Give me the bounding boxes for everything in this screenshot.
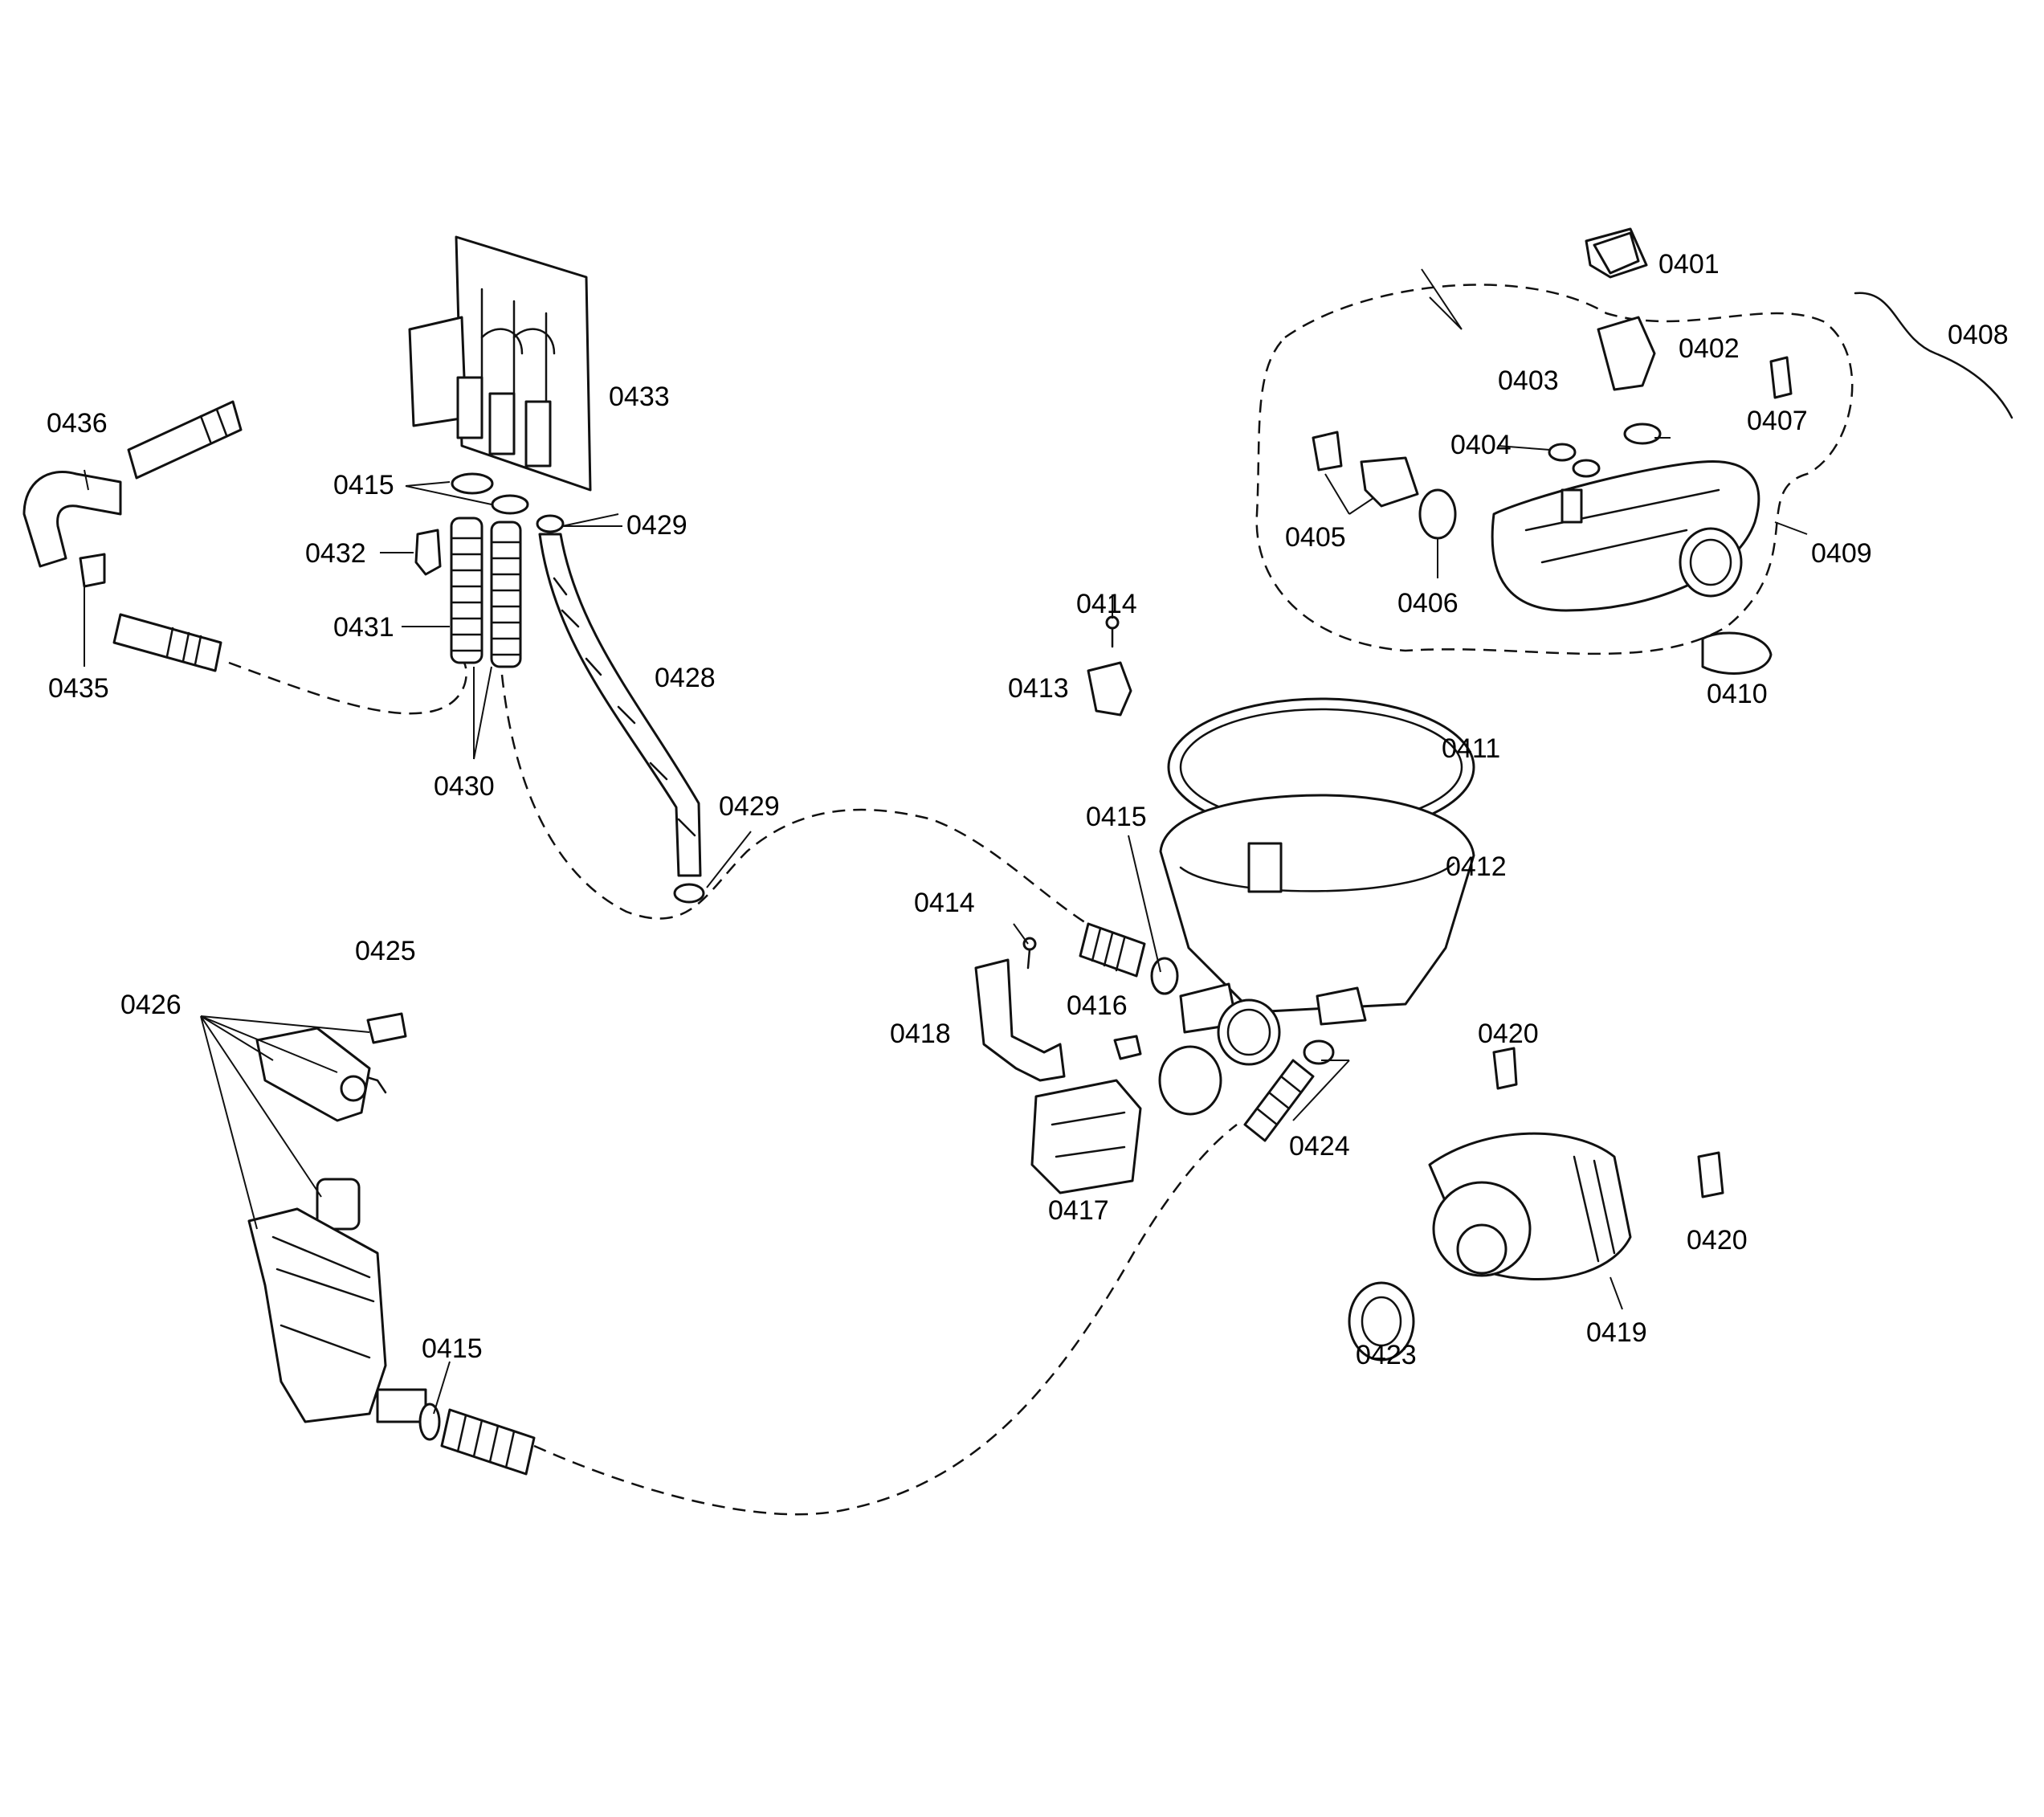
label-0418: 0418 (890, 1019, 951, 1049)
leader-lines (84, 268, 1808, 1415)
corrugated-hose-0424 (1243, 1059, 1315, 1142)
label-0429-bottom: 0429 (719, 791, 780, 822)
label-0415-sump: 0415 (1086, 802, 1147, 832)
label-0415-bottom: 0415 (422, 1333, 483, 1364)
wire-0408 (1854, 292, 2013, 419)
holder-0418 (974, 958, 1066, 1082)
label-0401: 0401 (1658, 249, 1720, 280)
label-0420-top: 0420 (1478, 1019, 1539, 1049)
seal-ring-0415-top-2 (491, 494, 529, 515)
label-0433: 0433 (609, 382, 670, 412)
label-0430: 0430 (434, 771, 495, 802)
corrugated-hose-sump (1079, 922, 1146, 978)
label-0414-mid: 0414 (914, 888, 975, 918)
clamp-0429-bottom (673, 883, 705, 904)
grommet-0416 (1113, 1035, 1142, 1060)
label-0428: 0428 (655, 663, 716, 693)
dashed-hose-route-center (500, 674, 1101, 933)
label-0408: 0408 (1948, 320, 2009, 350)
label-0413: 0413 (1008, 673, 1069, 704)
seal-ring-0424 (1303, 1039, 1335, 1065)
heater-housing-0409 (1491, 459, 1760, 612)
seal-ring-large (1158, 1045, 1222, 1116)
label-0423: 0423 (1356, 1340, 1417, 1370)
seal-ring-0415-top (451, 472, 494, 495)
clip-0420-top (1492, 1047, 1518, 1090)
label-0420-right: 0420 (1687, 1225, 1748, 1256)
label-0425: 0425 (355, 936, 416, 966)
label-0417: 0417 (1048, 1195, 1109, 1226)
screw-0414-mid (1022, 937, 1037, 970)
seal-ring-0406 (1418, 488, 1457, 540)
label-0412: 0412 (1446, 851, 1507, 882)
label-0419: 0419 (1586, 1317, 1647, 1348)
label-0416: 0416 (1067, 990, 1128, 1021)
label-0426: 0426 (120, 990, 182, 1020)
dashed-hose-route-left (228, 661, 467, 715)
corrugated-hose-0430 (490, 521, 522, 668)
seal-ring-0415-bottom (418, 1403, 441, 1441)
screw-0414-top (1105, 615, 1120, 648)
clip-0407 (1769, 356, 1793, 399)
bracket-0413 (1087, 661, 1132, 717)
cover-0401 (1585, 227, 1648, 279)
clip-0432 (414, 529, 442, 576)
label-0415-top: 0415 (333, 470, 394, 500)
valve-assembly-0426 (247, 1012, 427, 1423)
drain-hose-0436 (22, 400, 243, 672)
label-0429-top: 0429 (626, 510, 687, 541)
label-0405: 0405 (1285, 522, 1346, 553)
corrugated-hose-0431 (450, 517, 483, 664)
seal-ring-0404-2 (1572, 459, 1601, 478)
valve-0417 (1030, 1079, 1142, 1194)
label-0414-top: 0414 (1076, 589, 1137, 619)
label-0402: 0402 (1679, 333, 1740, 364)
label-0432: 0432 (305, 538, 366, 569)
clamp-0429-top (536, 514, 565, 533)
clip-0435 (79, 553, 106, 588)
circulation-pump-0419 (1428, 1132, 1632, 1280)
label-0435: 0435 (48, 673, 109, 704)
label-0424: 0424 (1289, 1131, 1350, 1162)
dashed-group-outline (1255, 284, 1854, 655)
seal-ring-0404 (1548, 443, 1577, 462)
label-0403: 0403 (1498, 365, 1559, 396)
label-0411: 0411 (1442, 733, 1500, 764)
label-0436: 0436 (47, 408, 108, 439)
seal-0423 (1348, 1281, 1415, 1362)
sump-housing-0412 (1159, 794, 1475, 1066)
label-0407: 0407 (1747, 406, 1808, 436)
seal-ring-0403 (1623, 423, 1662, 445)
corrugated-hose-bottom (440, 1408, 536, 1476)
dashed-hose-route-bottom (533, 1124, 1238, 1516)
seal-ring-0415-sump (1150, 957, 1179, 995)
hose-0428 (538, 533, 702, 877)
label-0406: 0406 (1397, 588, 1459, 619)
sensor-0402 (1597, 316, 1656, 391)
label-0410: 0410 (1707, 679, 1768, 709)
label-0409: 0409 (1811, 538, 1872, 569)
pressure-sensor-0405 (1312, 431, 1419, 508)
hose-clamp-0410 (1701, 631, 1773, 675)
clip-0420-right (1697, 1151, 1724, 1198)
reservoir-bracket-0433 (408, 235, 592, 492)
label-0431: 0431 (333, 612, 394, 643)
label-0404: 0404 (1450, 430, 1512, 460)
